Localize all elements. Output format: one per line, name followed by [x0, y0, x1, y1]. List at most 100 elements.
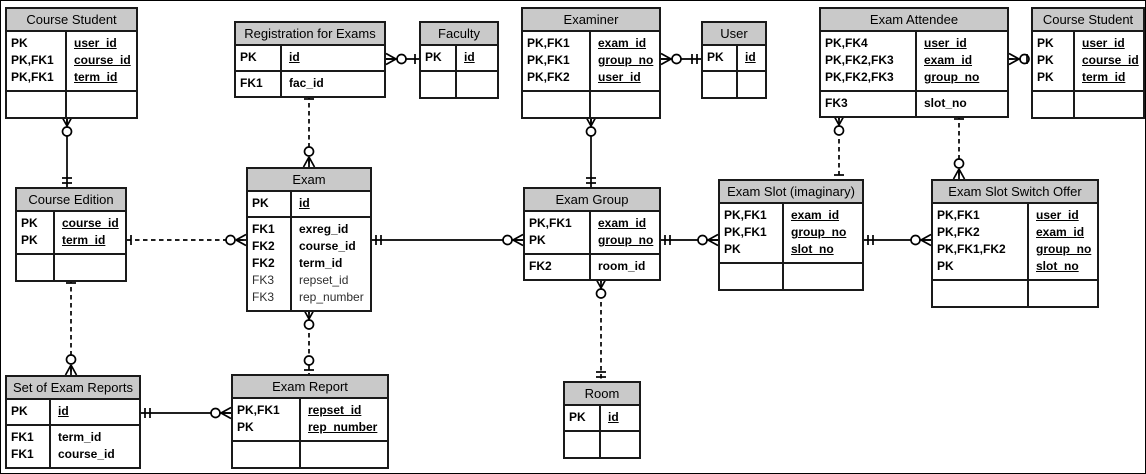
- attribute-id: id: [299, 196, 310, 210]
- empty-section: [233, 440, 387, 467]
- attribute-section: PK id: [236, 46, 384, 70]
- attribute-column: [599, 432, 639, 457]
- key-label: PK,FK2: [937, 225, 980, 239]
- entity-title: Registration for Exams: [236, 23, 384, 46]
- key-column: PK: [7, 400, 49, 424]
- attribute-slot_no: slot_no: [1036, 259, 1079, 273]
- attribute-user_id: user_id: [1036, 208, 1079, 222]
- empty-section: [17, 253, 125, 280]
- key-label: PK,FK2,FK3: [825, 53, 894, 67]
- empty-section: [1033, 90, 1143, 117]
- attribute-column: [455, 72, 497, 97]
- attribute-group_no: group_no: [598, 53, 654, 67]
- key-label: PK: [240, 50, 257, 64]
- key-label: PK,FK1: [527, 53, 570, 67]
- key-label: PK,FK1: [724, 208, 767, 222]
- key-label: PK: [21, 216, 38, 230]
- attribute-column: slot_no: [915, 92, 1007, 116]
- attribute-course_id: course_id: [58, 447, 115, 461]
- key-column: PK: [236, 46, 280, 70]
- attribute-repset_id: repset_id: [299, 273, 349, 287]
- attribute-term_id: term_id: [74, 70, 118, 84]
- key-column: FK3: [821, 92, 915, 116]
- attribute-course_id: course_id: [62, 216, 119, 230]
- entity-title: Exam Group: [525, 189, 659, 212]
- attribute-column: [1027, 281, 1097, 306]
- key-label: PK: [724, 242, 741, 256]
- empty-section: [720, 262, 862, 289]
- attribute-group_no: group_no: [791, 225, 847, 239]
- key-column: [7, 92, 65, 117]
- entity-title: Exam Attendee: [821, 9, 1007, 32]
- key-column: FK2: [525, 255, 589, 279]
- key-label: FK2: [252, 239, 275, 253]
- empty-section: [565, 430, 639, 457]
- attribute-column: id: [49, 400, 139, 424]
- attribute-column: id: [280, 46, 384, 70]
- key-column: [720, 264, 782, 289]
- entity-title: Examiner: [523, 9, 659, 32]
- attribute-slot_no: slot_no: [791, 242, 834, 256]
- attribute-section: PK id: [421, 46, 497, 70]
- key-label: PK: [529, 233, 546, 247]
- attribute-column: [589, 92, 659, 117]
- attribute-exam_id: exam_id: [1036, 225, 1085, 239]
- entity-title: Course Edition: [17, 189, 125, 212]
- attribute-term_id: term_id: [299, 256, 343, 270]
- key-column: [565, 432, 599, 457]
- attribute-room_id: room_id: [598, 259, 646, 273]
- empty-section: [7, 90, 136, 117]
- attribute-column: [65, 92, 136, 117]
- attribute-column: [736, 72, 765, 97]
- key-label: PK: [425, 50, 442, 64]
- key-label: FK3: [252, 273, 275, 287]
- attribute-rep_number: rep_number: [299, 290, 364, 304]
- attribute-course_id: course_id: [1082, 53, 1139, 67]
- attribute-term_id: term_id: [1082, 70, 1126, 84]
- attribute-course_id: course_id: [74, 53, 131, 67]
- key-label: FK1: [11, 447, 34, 461]
- attribute-column: id: [455, 46, 497, 70]
- entity-title: Course Student: [1033, 9, 1143, 32]
- attribute-user_id: user_id: [598, 70, 641, 84]
- entity-title: Exam Slot Switch Offer: [933, 181, 1097, 204]
- attribute-exam_id: exam_id: [791, 208, 840, 222]
- key-label: PK,FK4: [825, 36, 868, 50]
- attribute-column: room_id: [589, 255, 659, 279]
- attribute-column: id: [290, 192, 370, 216]
